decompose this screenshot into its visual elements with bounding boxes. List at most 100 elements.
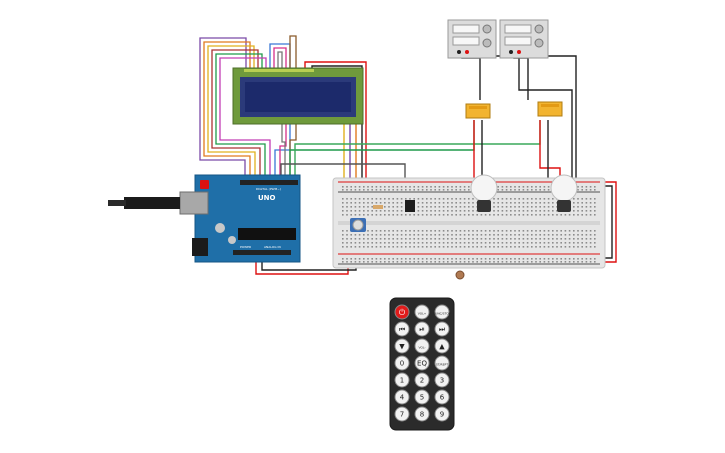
breadboard-hole — [388, 258, 390, 260]
breadboard-hole — [585, 189, 588, 191]
breadboard-hole — [535, 186, 537, 188]
breadboard-hole — [421, 238, 424, 240]
breadboard-hole — [463, 214, 466, 216]
breadboard-hole — [594, 258, 596, 260]
breadboard-hole — [560, 258, 562, 260]
breadboard-hole — [577, 261, 579, 263]
breadboard-hole — [539, 202, 541, 204]
breadboard-hole — [417, 258, 420, 260]
breadboard-hole — [363, 261, 365, 263]
breadboard-hole — [426, 230, 428, 232]
breadboard-hole — [581, 234, 583, 236]
breadboard-hole — [480, 238, 483, 240]
breadboard-hole — [463, 242, 466, 244]
breadboard-hole — [447, 246, 449, 248]
breadboard-hole — [589, 242, 592, 244]
remote-button — [394, 406, 410, 422]
breadboard-hole — [354, 242, 357, 244]
remote-button — [414, 338, 430, 354]
breadboard-hole — [531, 261, 533, 263]
breadboard-hole — [573, 214, 575, 216]
breadboard-hole — [442, 242, 445, 244]
breadboard-hole — [379, 261, 382, 263]
breadboard-hole — [531, 246, 533, 248]
breadboard-hole — [585, 246, 588, 248]
breadboard-hole — [568, 258, 571, 260]
breadboard-hole — [493, 238, 495, 240]
breadboard-hole — [476, 258, 478, 260]
breadboard-hole — [497, 261, 499, 263]
breadboard-hole — [367, 246, 369, 248]
breadboard-hole — [543, 242, 546, 244]
breadboard-hole — [543, 230, 546, 232]
breadboard-hole — [396, 198, 399, 200]
breadboard-hole — [497, 246, 499, 248]
breadboard-hole — [434, 206, 436, 208]
breadboard-hole — [363, 246, 365, 248]
breadboard-hole — [384, 246, 386, 248]
breadboard-hole — [468, 234, 470, 236]
breadboard-hole — [455, 246, 457, 248]
breadboard-hole — [451, 206, 453, 208]
breadboard-hole — [501, 198, 504, 200]
breadboard-hole — [455, 261, 457, 263]
breadboard-hole — [539, 234, 541, 236]
breadboard-hole — [426, 246, 428, 248]
remote-button — [434, 372, 450, 388]
power-supply-2 — [499, 19, 549, 59]
breadboard-hole — [400, 234, 403, 236]
remote-button — [434, 355, 450, 371]
breadboard-hole — [463, 234, 466, 236]
breadboard-hole — [531, 198, 533, 200]
breadboard-hole — [459, 214, 462, 216]
breadboard-hole — [447, 186, 449, 188]
breadboard-hole — [468, 186, 470, 188]
breadboard-hole — [363, 189, 365, 191]
breadboard-hole — [358, 206, 361, 208]
breadboard-hole — [426, 258, 428, 260]
breadboard-hole — [484, 238, 487, 240]
breadboard-hole — [510, 234, 512, 236]
breadboard-hole — [472, 258, 474, 260]
breadboard-hole — [577, 230, 579, 232]
breadboard-hole — [522, 242, 525, 244]
breadboard-hole — [564, 234, 567, 236]
remote-button — [434, 389, 450, 405]
power-icon: ⏻ — [399, 308, 406, 317]
breadboard-hole — [468, 258, 470, 260]
breadboard-hole — [421, 210, 424, 212]
breadboard-hole — [476, 230, 478, 232]
breadboard-hole — [514, 202, 516, 204]
breadboard-hole — [489, 246, 491, 248]
breadboard-hole — [531, 210, 533, 212]
breadboard-hole — [400, 258, 403, 260]
remote-button-label: EQ — [417, 360, 427, 368]
breadboard-hole — [413, 242, 415, 244]
remote-button-label: ST/REPT — [436, 363, 449, 367]
breadboard-hole — [463, 189, 466, 191]
breadboard-hole — [484, 234, 487, 236]
breadboard-hole — [480, 230, 483, 232]
breadboard-hole — [384, 230, 386, 232]
breadboard-hole — [594, 210, 596, 212]
breadboard-hole — [363, 206, 365, 208]
breadboard-hole — [417, 189, 420, 191]
breadboard-hole — [560, 242, 562, 244]
breadboard-hole — [501, 202, 504, 204]
breadboard-hole — [367, 230, 369, 232]
breadboard-hole — [367, 242, 369, 244]
breadboard-hole — [573, 246, 575, 248]
breadboard-hole — [426, 198, 428, 200]
breadboard-hole — [354, 186, 357, 188]
breadboard-hole — [472, 234, 474, 236]
breadboard-hole — [405, 214, 407, 216]
breadboard-hole — [426, 206, 428, 208]
breadboard-hole — [396, 258, 399, 260]
breadboard-hole — [459, 210, 462, 212]
breadboard-hole — [384, 214, 386, 216]
breadboard-hole — [526, 214, 529, 216]
light-bulb-1 — [470, 174, 498, 212]
breadboard-hole — [367, 214, 369, 216]
breadboard-hole — [342, 198, 344, 200]
breadboard-hole — [367, 198, 369, 200]
